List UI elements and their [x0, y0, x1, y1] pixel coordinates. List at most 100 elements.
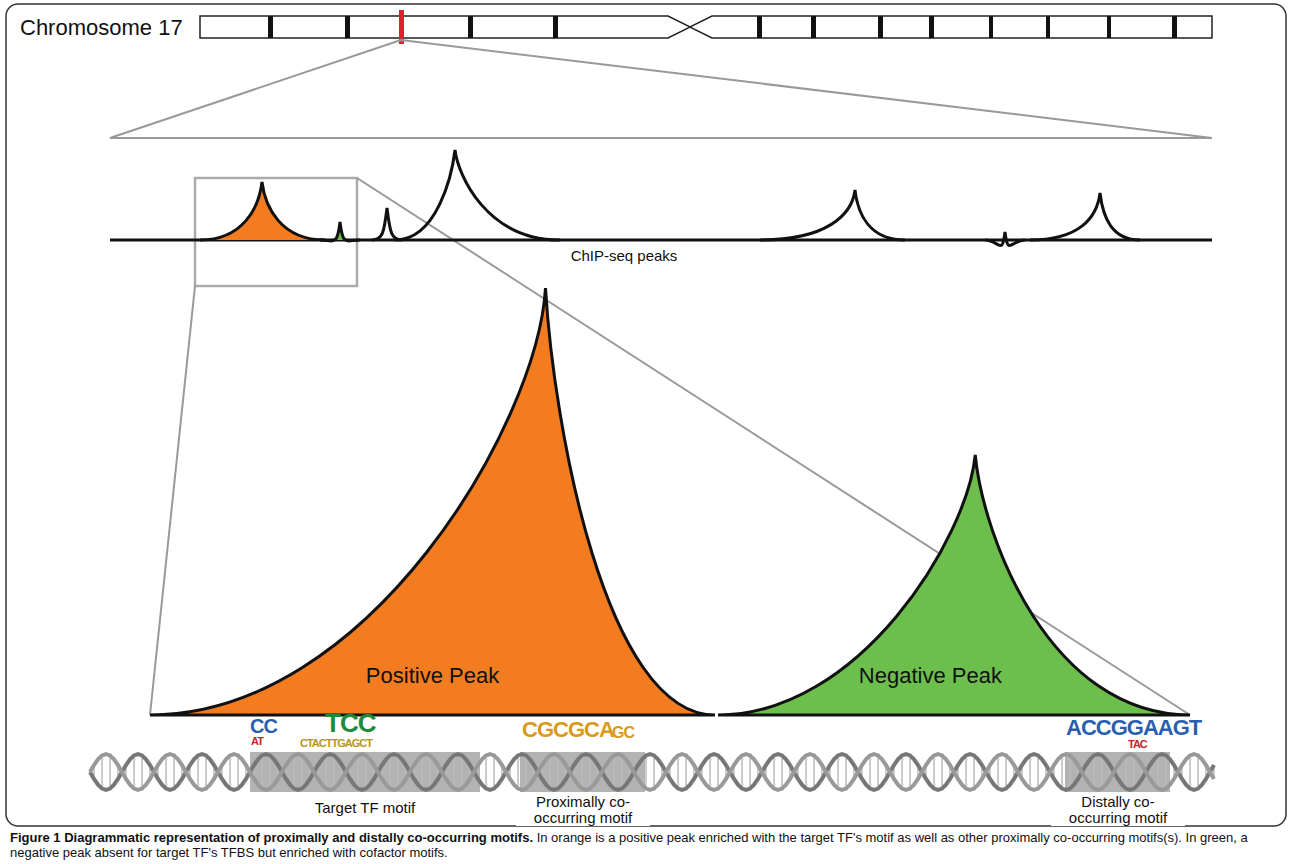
base-pair — [933, 755, 935, 788]
motif-logo: TAC — [1128, 739, 1147, 750]
base-pair — [421, 755, 423, 788]
base-pair — [1029, 755, 1031, 788]
peak-outline — [718, 455, 1190, 715]
peak-label: Positive Peak — [366, 663, 499, 689]
base-pair — [325, 755, 327, 788]
base-pair — [493, 755, 495, 788]
base-pair — [133, 755, 135, 788]
base-pair — [333, 755, 335, 788]
base-pair — [101, 755, 103, 788]
base-pair — [365, 755, 367, 788]
motif-logo: ACCGGAAGT — [1066, 717, 1201, 739]
base-pair — [1165, 755, 1167, 788]
base-pair — [613, 755, 615, 788]
peak-outline — [150, 288, 715, 715]
base-pair — [941, 755, 943, 788]
base-pair — [1125, 755, 1127, 788]
motif-label: Target TF motif — [263, 800, 467, 816]
base-pair — [453, 755, 455, 788]
base-pair — [173, 755, 175, 788]
base-pair — [589, 755, 591, 788]
base-pair — [845, 755, 847, 788]
figure-title: Figure 1 Diagrammatic representation of … — [10, 830, 533, 845]
base-pair — [301, 755, 303, 788]
base-pair — [805, 755, 807, 788]
peak-shape — [150, 288, 715, 715]
base-pair — [1197, 755, 1199, 788]
zoom-lines — [110, 40, 1212, 715]
base-pair — [645, 755, 647, 788]
chip-peak — [985, 232, 1025, 246]
base-pair — [1189, 755, 1191, 788]
base-pair — [653, 755, 655, 788]
motif-logo: GC — [612, 725, 634, 741]
base-pair — [261, 755, 263, 788]
base-pair — [461, 755, 463, 788]
base-pair — [237, 755, 239, 788]
chip-peak — [320, 222, 360, 241]
base-pair — [357, 755, 359, 788]
base-pair — [741, 755, 743, 788]
base-pair — [229, 755, 231, 788]
chip-peak — [200, 182, 325, 240]
base-pair — [837, 755, 839, 788]
chromosome-label: Chromosome 17 — [20, 15, 183, 41]
figure-frame — [6, 4, 1286, 826]
base-pair — [901, 755, 903, 788]
base-pair — [909, 755, 911, 788]
base-pair — [549, 755, 551, 788]
base-pair — [165, 755, 167, 788]
base-pair — [1093, 755, 1095, 788]
base-pair — [773, 755, 775, 788]
chip-peak — [372, 208, 402, 240]
base-pair — [997, 755, 999, 788]
base-pair — [109, 755, 111, 788]
base-pair — [1005, 755, 1007, 788]
motif-logo: CC — [250, 716, 277, 736]
base-pair — [1101, 755, 1103, 788]
chip-peak — [760, 190, 905, 240]
peak-label: Negative Peak — [859, 663, 1002, 689]
track-label: ChIP-seq peaks — [571, 247, 678, 264]
base-pair — [293, 755, 295, 788]
base-pair — [685, 755, 687, 788]
base-pair — [1061, 755, 1063, 788]
base-pair — [205, 755, 207, 788]
base-pair — [965, 755, 967, 788]
base-pair — [749, 755, 751, 788]
chromosome-ideogram — [200, 10, 1212, 44]
base-pair — [525, 755, 527, 788]
base-pair — [1037, 755, 1039, 788]
base-pair — [485, 755, 487, 788]
chip-peak — [1030, 193, 1140, 240]
motif-label: Distally co-occurring motif — [1051, 794, 1185, 826]
base-pair — [197, 755, 199, 788]
dna-strand — [90, 754, 1214, 790]
peak-track — [110, 150, 1212, 246]
base-pair — [621, 755, 623, 788]
base-pair — [557, 755, 559, 788]
motif-logo: AT — [251, 736, 263, 747]
base-pair — [813, 755, 815, 788]
figure-caption: Figure 1 Diagrammatic representation of … — [10, 830, 1283, 860]
base-pair — [389, 755, 391, 788]
base-pair — [397, 755, 399, 788]
base-pair — [581, 755, 583, 788]
motif-logo: CTACTTGAGCT — [300, 738, 372, 749]
base-pair — [1157, 755, 1159, 788]
base-pair — [709, 755, 711, 788]
base-pair — [269, 755, 271, 788]
base-pair — [1133, 755, 1135, 788]
base-pair — [973, 755, 975, 788]
base-pair — [677, 755, 679, 788]
negative-peak: Negative Peak — [718, 455, 1190, 715]
base-pair — [869, 755, 871, 788]
base-pair — [781, 755, 783, 788]
base-pair — [717, 755, 719, 788]
base-pair — [141, 755, 143, 788]
dna-strand — [90, 754, 1214, 790]
base-pair — [517, 755, 519, 788]
base-pair — [1069, 755, 1071, 788]
positive-peak: Positive Peak — [150, 288, 715, 715]
base-pair — [877, 755, 879, 788]
